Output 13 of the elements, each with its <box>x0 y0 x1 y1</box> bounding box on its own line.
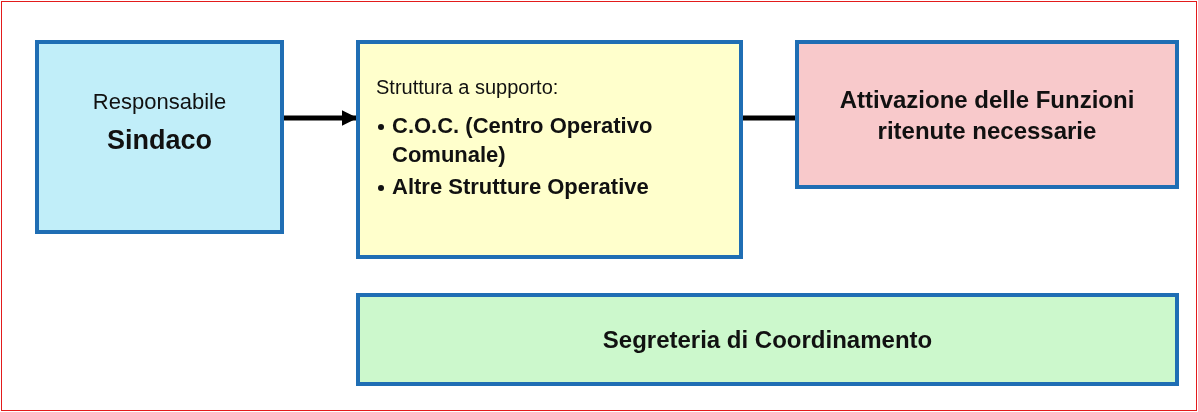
function-box <box>795 40 1179 189</box>
box-title: Segreteria di Coordinamento <box>601 324 934 355</box>
bullet-item-text: Altre Strutture Operative <box>392 173 649 202</box>
structure-box <box>356 40 743 259</box>
box-title: Attivazione delle Funzioni ritenute necessarie <box>838 85 1136 147</box>
arrow <box>284 110 358 126</box>
role-box <box>35 40 284 234</box>
box-title: Sindaco <box>106 123 213 157</box>
secretariat-box <box>356 293 1179 386</box>
bullet-item-text: C.O.C. (Centro Operativo Comunale) <box>392 112 654 169</box>
box-label: Responsabile <box>91 88 228 116</box>
connector-line <box>743 115 795 121</box>
box-label: Struttura a supporto: <box>376 75 560 100</box>
